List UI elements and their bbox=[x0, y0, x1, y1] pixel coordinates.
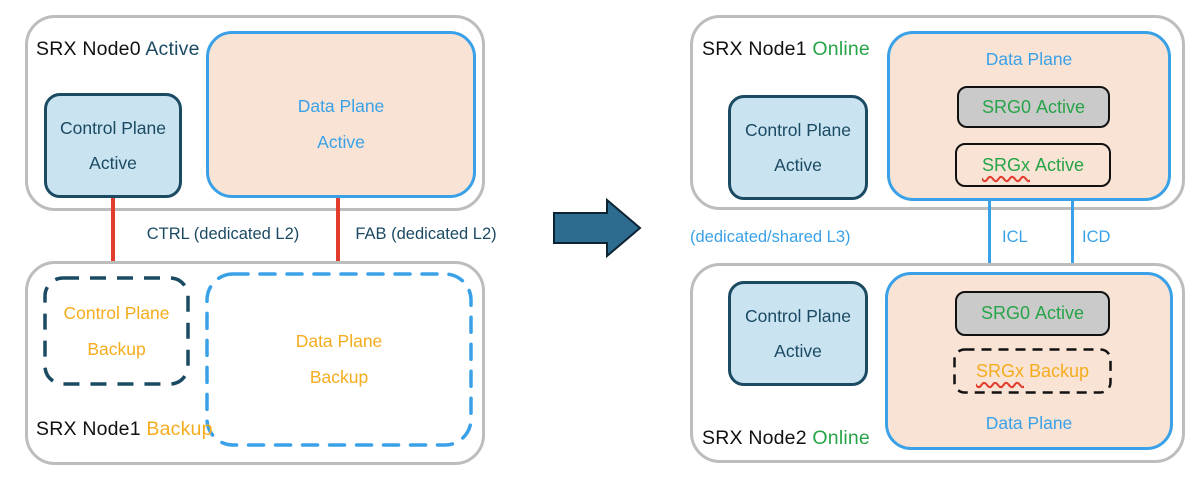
icl-link-line bbox=[988, 201, 991, 273]
control-plane-status: Active bbox=[89, 152, 137, 173]
ha-node1-data-plane-label: Data Plane bbox=[985, 49, 1073, 69]
srgx-status: Active bbox=[1035, 154, 1085, 175]
data-plane-title: Data Plane bbox=[295, 331, 383, 351]
ha-node1-srg0-box: SRG0 Active bbox=[957, 86, 1110, 128]
node0-data-plane-box: Data Plane Active bbox=[206, 31, 476, 198]
ha-node1-srgx-box: SRGx Active bbox=[955, 143, 1111, 187]
transition-arrow-icon bbox=[553, 197, 642, 259]
data-plane-status: Active bbox=[317, 132, 365, 152]
ctrl-link-label: CTRL (dedicated L2) bbox=[146, 225, 300, 243]
icl-link-label: ICL bbox=[1002, 228, 1028, 246]
node1-backup-chassis-box bbox=[25, 261, 485, 465]
srgx-name: SRGx bbox=[975, 360, 1024, 381]
fab-link-line bbox=[336, 198, 340, 273]
node1-status: Backup bbox=[146, 418, 213, 440]
srgx-status: Backup bbox=[1028, 360, 1090, 381]
control-plane-status: Active bbox=[774, 154, 822, 175]
node1-backup-title: SRX Node1 Backup bbox=[36, 418, 213, 441]
srg0-name: SRG0 bbox=[981, 96, 1031, 117]
srgx-backup-border bbox=[953, 348, 1112, 394]
node0-control-plane-box: Control Plane Active bbox=[44, 93, 182, 198]
srg0-status: Active bbox=[1035, 303, 1085, 323]
node1-control-plane-backup-box: Control Plane Backup bbox=[43, 276, 190, 386]
ha-node2-srg0-box: SRG0 Active bbox=[955, 291, 1110, 336]
control-plane-backup-border bbox=[43, 276, 190, 386]
control-plane-title: Control Plane bbox=[744, 305, 852, 326]
node0-name: SRX Node0 bbox=[36, 38, 141, 60]
control-plane-status: Active bbox=[774, 340, 822, 361]
control-plane-title: Control Plane bbox=[744, 119, 852, 140]
ha-node2-srgx-box: SRGx Backup bbox=[953, 348, 1112, 394]
node1-data-plane-backup-box: Data Plane Backup bbox=[205, 272, 473, 447]
data-plane-status: Backup bbox=[309, 367, 369, 387]
icd-link-line bbox=[1071, 201, 1074, 273]
l3-link-label: (dedicated/shared L3) bbox=[690, 228, 851, 246]
data-plane-backup-border bbox=[205, 272, 473, 447]
ha-node2-status: Online bbox=[812, 427, 870, 449]
ha-node2-control-plane-box: Control Plane Active bbox=[728, 281, 868, 386]
ha-node1-name: SRX Node1 bbox=[702, 38, 807, 60]
control-plane-status: Backup bbox=[87, 338, 146, 359]
control-plane-title: Control Plane bbox=[59, 117, 167, 138]
ha-node2-title: SRX Node2 Online bbox=[702, 427, 870, 450]
control-plane-title: Control Plane bbox=[63, 302, 170, 323]
srg0-name: SRG0 bbox=[980, 303, 1030, 323]
srgx-name: SRGx bbox=[981, 154, 1030, 175]
ctrl-link-line bbox=[111, 198, 115, 277]
node1-name: SRX Node1 bbox=[36, 418, 141, 440]
ha-node2-data-plane-label: Data Plane bbox=[985, 413, 1073, 433]
fab-link-label: FAB (dedicated L2) bbox=[355, 225, 497, 243]
ha-node1-title: SRX Node1 Online bbox=[702, 38, 870, 61]
srg0-status: Active bbox=[1036, 96, 1086, 117]
ha-node1-status: Online bbox=[812, 38, 870, 60]
ha-node2-name: SRX Node2 bbox=[702, 427, 807, 449]
node0-status: Active bbox=[145, 38, 200, 60]
data-plane-title: Data Plane bbox=[297, 96, 385, 116]
node0-title: SRX Node0 Active bbox=[36, 38, 200, 61]
icd-link-label: ICD bbox=[1082, 228, 1111, 246]
ha-node1-control-plane-box: Control Plane Active bbox=[728, 95, 868, 200]
